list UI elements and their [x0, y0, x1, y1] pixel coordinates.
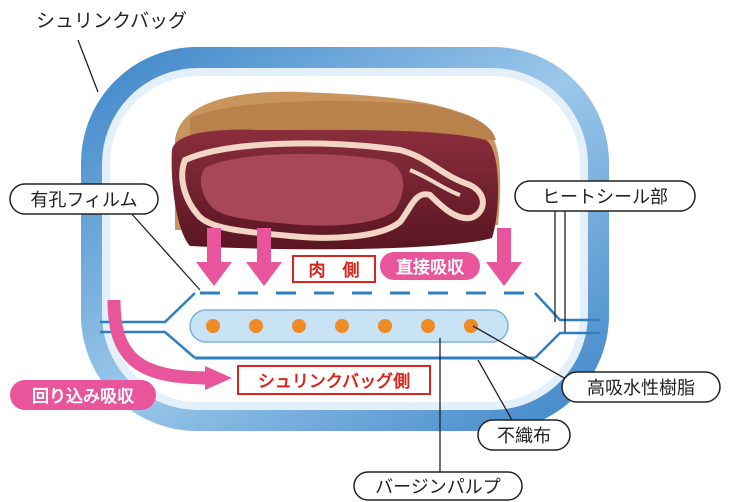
meat-inner-lean [200, 153, 404, 226]
direct-absorption-arrows [196, 228, 522, 286]
meat-fat-marbling [179, 140, 486, 241]
absorbent-pad [100, 291, 600, 360]
shrink-bag-side-label: シュリンクバッグ側 [258, 371, 410, 392]
heat-seal-label: ヒートシール部 [542, 187, 668, 208]
resin-dot [378, 319, 392, 333]
meat-side-label: 肉 側 [309, 260, 360, 281]
leader-perforated-film [129, 211, 201, 291]
resin-dot [249, 319, 263, 333]
perforated-film-label: 有孔フィルム [30, 190, 137, 211]
arrow-right-icon [205, 366, 232, 390]
leader-resin [472, 325, 581, 388]
arrow-down-icon [486, 228, 522, 286]
meat-fat-streak [409, 168, 461, 197]
leader-shrink-bag [77, 39, 99, 93]
label-box-heat-seal [514, 180, 696, 212]
film-right-seal-top [534, 292, 600, 322]
resin-dot [421, 319, 435, 333]
leader-nonwoven [477, 359, 513, 421]
resin-label: 高吸水性樹脂 [587, 378, 695, 399]
resin-dot [292, 319, 306, 333]
meat [171, 91, 501, 250]
arrow-down-icon [246, 228, 282, 286]
label-box-resin [561, 371, 721, 403]
resin-dot [464, 319, 478, 333]
shrink-bag-label: シュリンクバッグ [36, 10, 187, 32]
shrink-bag-outline [81, 47, 609, 431]
leader-lines [77, 39, 581, 478]
label-box-wraparound [10, 380, 156, 410]
virgin-pulp-label: バージンパルプ [375, 477, 501, 498]
wraparound-absorption-arrow [107, 299, 232, 390]
nonwoven-label: 不織布 [497, 426, 551, 447]
label-box-perforated-film [9, 183, 159, 215]
direct-absorption-label: 直接吸収 [396, 257, 465, 278]
shrink-bag-inner-glow [102, 68, 588, 410]
label-box-nonwoven [477, 419, 571, 451]
label-box-meat-side [292, 255, 376, 283]
resin-dot [206, 319, 220, 333]
label-box-pulp [353, 471, 523, 501]
resin-dot [335, 319, 349, 333]
wraparound-absorption-label: 回り込み吸収 [32, 387, 135, 407]
label-box-direct-absorption [380, 252, 480, 280]
film-right-seal-bottom [534, 331, 600, 359]
wraparound-arrow-shaft [107, 299, 211, 385]
arrow-down-icon [196, 228, 232, 286]
label-box-shrink-side [237, 365, 431, 395]
